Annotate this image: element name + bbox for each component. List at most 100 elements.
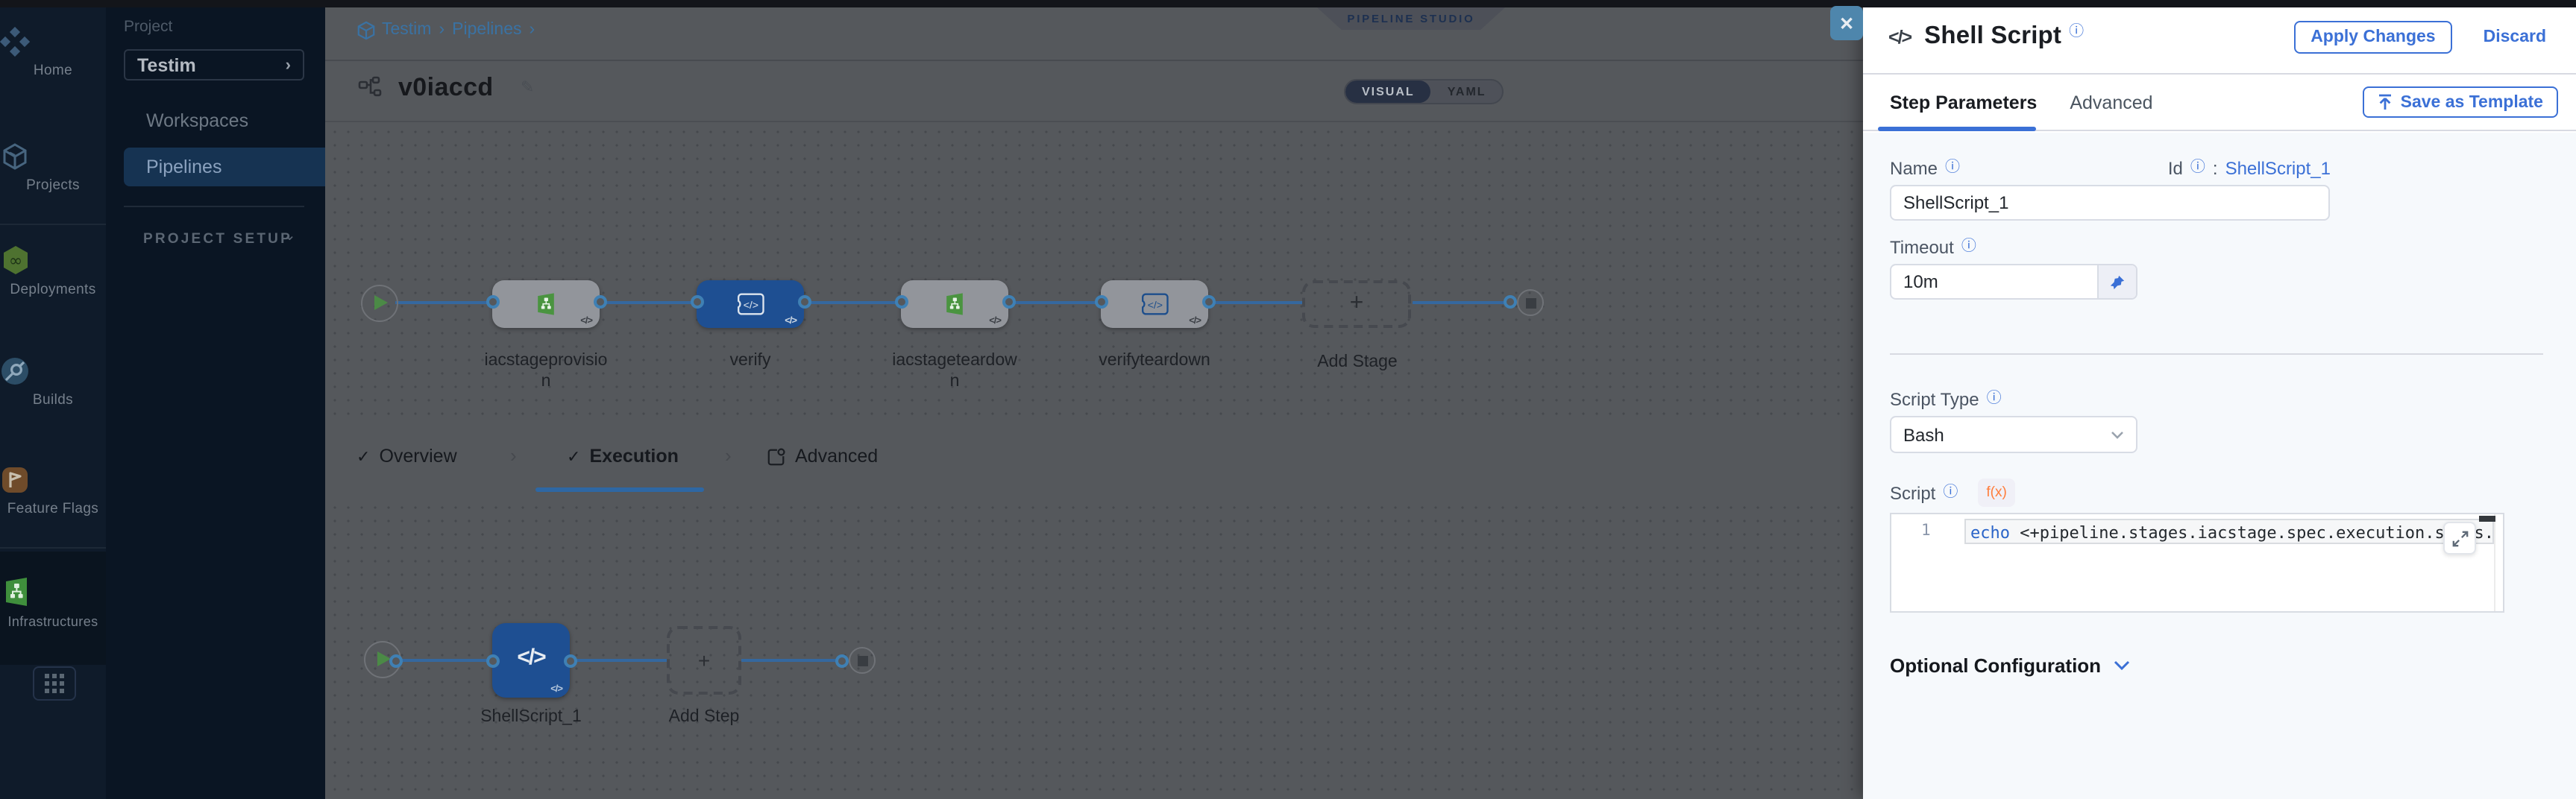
shell-script-icon: </> xyxy=(1888,26,1912,47)
tab-label: Advanced xyxy=(795,446,879,467)
editor-scrollbar-track[interactable] xyxy=(2494,514,2495,611)
edit-pipeline-icon[interactable]: ✎ xyxy=(521,79,535,97)
optional-configuration-toggle[interactable]: Optional Configuration xyxy=(1890,654,2129,677)
svg-text:</>: </> xyxy=(744,300,758,312)
script-label-row: Script ⓘ f(x) xyxy=(1890,479,2016,507)
connector-port[interactable] xyxy=(1503,295,1516,309)
connector-port[interactable] xyxy=(486,654,499,667)
field-label: Timeout xyxy=(1890,237,1954,258)
stage-node-iacstageteardown[interactable]: </> xyxy=(901,280,1008,328)
top-edge-strip xyxy=(0,0,2576,7)
module-grid-button[interactable] xyxy=(33,666,76,701)
expand-icon xyxy=(2451,530,2468,546)
stage-node-verify[interactable]: </> </> xyxy=(697,280,804,328)
connector-port[interactable] xyxy=(690,295,703,309)
script-code-editor[interactable]: 1 echo <+pipeline.stages.iacstage.spec.e… xyxy=(1890,513,2504,613)
upload-icon xyxy=(2379,94,2392,110)
add-step-button[interactable]: + xyxy=(667,626,741,695)
info-icon[interactable]: ⓘ xyxy=(2190,160,2205,176)
sidebar-item-projects[interactable]: Projects xyxy=(0,142,106,194)
sidebar-item-home[interactable]: Home xyxy=(0,27,106,79)
feature-flags-icon xyxy=(0,465,106,495)
info-icon[interactable]: ⓘ xyxy=(1943,484,1958,500)
sidebar-divider xyxy=(0,547,106,549)
infrastructure-stage-icon xyxy=(942,291,967,317)
code-text: <+pipeline.stages.iacstage.spec.executio… xyxy=(2010,523,2494,543)
connector-port[interactable] xyxy=(1094,295,1108,309)
projects-cube-icon xyxy=(0,142,106,171)
discard-button[interactable]: Discard xyxy=(2475,26,2555,47)
info-icon[interactable]: ⓘ xyxy=(1961,239,1976,255)
connector-port[interactable] xyxy=(389,654,402,667)
apply-changes-button[interactable]: Apply Changes xyxy=(2294,20,2452,53)
check-icon: ✓ xyxy=(356,448,371,466)
connector-port[interactable] xyxy=(1201,295,1215,309)
toggle-yaml[interactable]: YAML xyxy=(1447,85,1486,98)
name-field-label: Name ⓘ xyxy=(1890,158,1960,179)
connector-port[interactable] xyxy=(835,654,849,667)
select-value: Bash xyxy=(1903,424,1944,445)
step-node-shellscript[interactable]: </> </> xyxy=(492,623,570,698)
code-badge-icon: </> xyxy=(550,684,563,695)
connector-port[interactable] xyxy=(894,295,908,309)
sidebar-item-label: Projects xyxy=(26,177,80,194)
stage-node-iacstageprovision[interactable]: </> xyxy=(492,280,600,328)
tab-label: Overview xyxy=(379,446,457,467)
script-type-select[interactable]: Bash xyxy=(1890,416,2137,453)
sidebar-item-pipelines[interactable]: Pipelines xyxy=(124,148,325,186)
breadcrumb-link-project[interactable]: Testim xyxy=(382,21,432,39)
stage-node-verifyteardown[interactable]: </> </> xyxy=(1101,280,1208,328)
step-id-value[interactable]: ShellScript_1 xyxy=(2225,158,2331,179)
project-section-label: Project xyxy=(124,18,173,36)
sidebar-item-deployments[interactable]: ∞ Deployments xyxy=(0,244,106,298)
pipeline-toolbar xyxy=(325,61,1863,122)
stage-label: iacstageteardown xyxy=(892,352,1017,390)
close-drawer-button[interactable]: ✕ xyxy=(1830,6,1863,40)
plus-icon: + xyxy=(697,648,711,672)
code-badge-icon: </> xyxy=(580,316,593,326)
connector-port[interactable] xyxy=(593,295,606,309)
info-icon[interactable]: ⓘ xyxy=(1945,160,1961,176)
code-line[interactable]: echo <+pipeline.stages.iacstage.spec.exe… xyxy=(1970,523,2494,543)
sidebar-item-feature-flags[interactable]: Feature Flags xyxy=(0,465,106,517)
info-icon[interactable]: ⓘ xyxy=(2069,23,2085,40)
project-setup-section[interactable]: PROJECT SETUP xyxy=(143,231,292,247)
project-selector[interactable]: Testim › xyxy=(124,49,304,80)
connector-port[interactable] xyxy=(797,295,811,309)
graph-canvas: </> </> </> </> </> xyxy=(325,122,1863,799)
sidebar-item-workspaces[interactable]: Workspaces xyxy=(146,110,249,131)
id-label: Id xyxy=(2167,158,2183,179)
timeout-input[interactable] xyxy=(1891,265,2097,298)
breadcrumb-link-pipelines[interactable]: Pipelines xyxy=(452,21,522,39)
chevron-right-icon: › xyxy=(285,56,291,74)
project-sidebar: Project Testim › Workspaces Pipelines PR… xyxy=(106,0,325,799)
toggle-visual[interactable]: VISUAL xyxy=(1345,80,1431,103)
grid-icon xyxy=(45,674,64,693)
sidebar-item-infrastructures[interactable]: Infrastructures xyxy=(0,575,106,629)
stage-label: verifyteardown xyxy=(1099,352,1210,370)
pipeline-end-node xyxy=(1517,289,1544,316)
code-badge-icon: </> xyxy=(989,316,1002,326)
breadcrumb-bar xyxy=(325,0,1863,61)
breadcrumb-separator: › xyxy=(529,21,535,39)
tab-advanced[interactable]: Advanced xyxy=(767,446,878,467)
tab-step-parameters[interactable]: Step Parameters xyxy=(1890,92,2038,113)
tab-execution[interactable]: ✓ Execution xyxy=(567,446,679,467)
sidebar-item-builds[interactable]: Builds xyxy=(0,356,106,408)
chevron-right-icon: › xyxy=(510,444,517,467)
connector-port[interactable] xyxy=(1002,295,1015,309)
pipeline-studio-badge: PIPELINE STUDIO xyxy=(1317,7,1505,30)
add-stage-button[interactable]: + xyxy=(1302,280,1411,328)
field-label: Script Type xyxy=(1890,389,1979,410)
tab-advanced[interactable]: Advanced xyxy=(2070,92,2153,113)
connector-port[interactable] xyxy=(486,295,499,309)
editor-scrollbar-thumb[interactable] xyxy=(2479,516,2495,522)
save-as-template-button[interactable]: Save as Template xyxy=(2363,86,2558,118)
connector-port[interactable] xyxy=(563,654,577,667)
info-icon[interactable]: ⓘ xyxy=(1986,391,2002,407)
name-input[interactable] xyxy=(1890,185,2330,221)
pin-runtime-input-button[interactable] xyxy=(2097,265,2136,298)
expression-fx-badge[interactable]: f(x) xyxy=(1977,479,2016,507)
tab-overview[interactable]: ✓ Overview xyxy=(356,446,457,467)
expand-editor-button[interactable] xyxy=(2443,522,2476,555)
